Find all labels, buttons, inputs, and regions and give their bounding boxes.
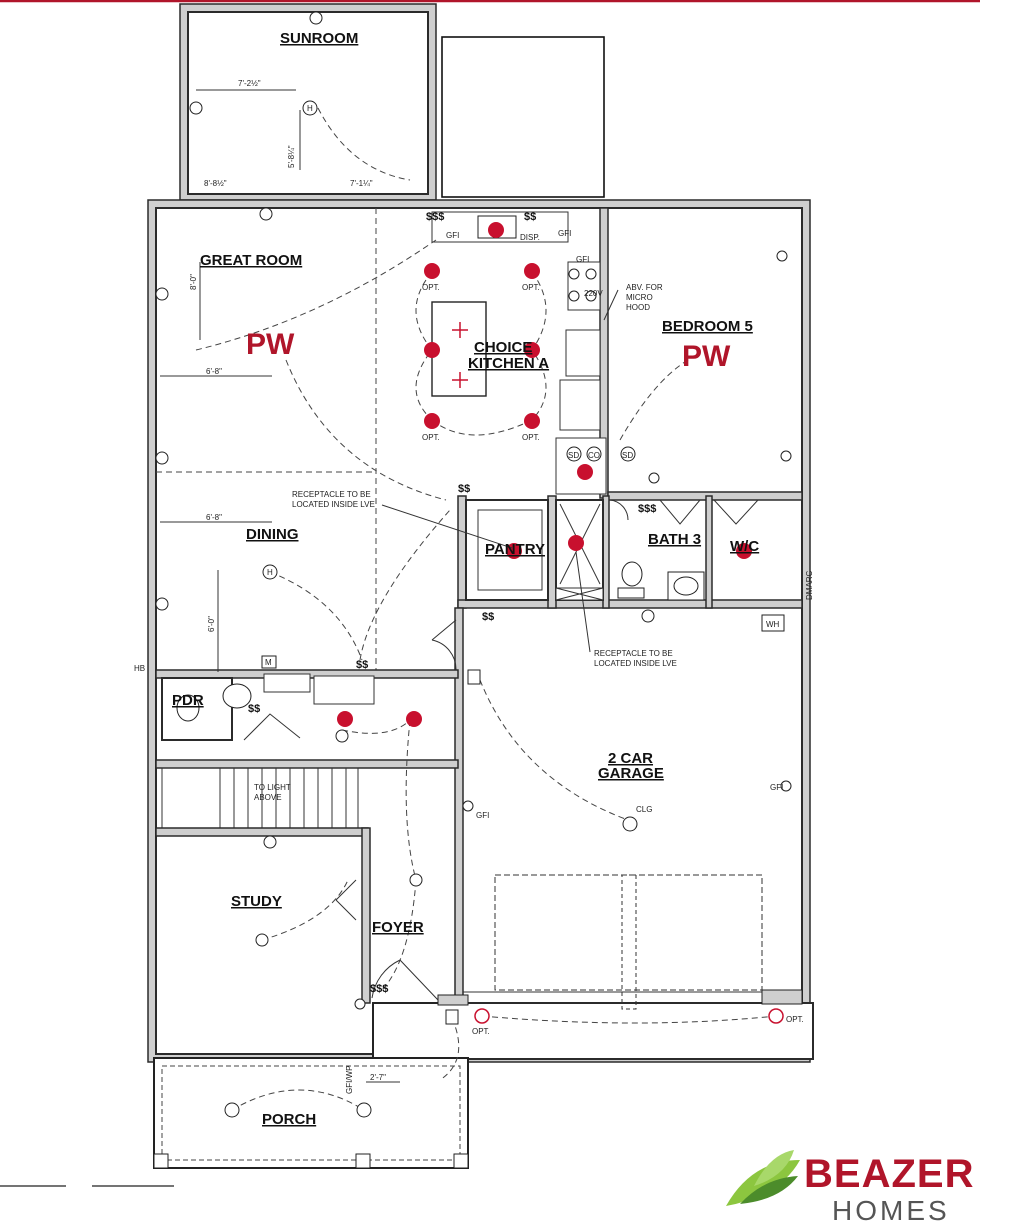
switch-label: $$ (458, 483, 470, 495)
gfi-label: GFI (476, 811, 489, 820)
room-label-great-room: GREAT ROOM (200, 252, 302, 269)
opt-label: OPT. (522, 283, 540, 292)
dimension-label: 6'-8" (206, 513, 222, 522)
gfiwp-label: GFI/WP (345, 1066, 354, 1094)
gfi-label: GFI (446, 231, 459, 240)
switch-label: $$$ (426, 211, 444, 223)
switch-label: $$$ (370, 983, 388, 995)
clg-label: CLG (636, 805, 652, 814)
porch-outline (153, 1057, 469, 1169)
beazer-logo: BEAZER HOMES (726, 1150, 974, 1226)
dimension-label: 2'-7" (370, 1073, 386, 1082)
gfi-label: GFI (770, 783, 783, 792)
dimension-label: 5'-8¼" (287, 145, 296, 168)
room-label-kitchen-1: CHOICE (474, 339, 532, 356)
pw-mark-great-room: PW (246, 328, 295, 361)
room-label-wic: W/C (730, 538, 759, 555)
switch-label: $$ (356, 659, 368, 671)
leaf-icon (726, 1160, 800, 1206)
sd-label: SD (568, 451, 579, 460)
dimension-label: 7'-2½" (238, 79, 261, 88)
ceiling-light-icons (155, 11, 792, 1118)
room-label-porch: PORCH (262, 1111, 316, 1128)
m-label: M (265, 658, 272, 667)
note-receptacle-1a: RECEPTACLE TO BE (292, 490, 371, 499)
gfi-label: GFI (576, 255, 589, 264)
room-label-garage-1: 2 CAR (608, 750, 653, 767)
wh-label: WH (766, 620, 780, 629)
note-to-light-2: ABOVE (254, 793, 282, 802)
co-label: CO (588, 451, 600, 460)
disp-label: DISP. (520, 233, 540, 242)
room-label-bath: BATH 3 (648, 531, 701, 548)
note-micro-2: MICRO (626, 293, 653, 302)
room-label-foyer: FOYER (372, 919, 424, 936)
room-label-pantry: PANTRY (485, 541, 545, 558)
dimension-label: 6'-8" (206, 367, 222, 376)
room-label-kitchen-2: KITCHEN A (468, 355, 549, 372)
note-receptacle-2a: RECEPTACLE TO BE (594, 649, 673, 658)
opt-label: OPT. (422, 433, 440, 442)
room-label-pdr: PDR (172, 692, 204, 709)
note-micro-1: ABV. FOR (626, 283, 663, 292)
pw-mark-bedroom: PW (682, 340, 731, 373)
sd-label: SD (622, 451, 633, 460)
v220-label: 220V (584, 289, 603, 298)
opt-label: OPT. (472, 1027, 490, 1036)
gfi-label: GFI (558, 229, 571, 238)
opt-label: OPT. (522, 433, 540, 442)
garage-door (494, 874, 763, 991)
room-label-study: STUDY (231, 893, 282, 910)
opt-label: OPT. (422, 283, 440, 292)
switch-label: $$$ (638, 503, 656, 515)
dimension-label: 8'-8½" (204, 179, 227, 188)
dmarc-label: DMARC (805, 570, 814, 600)
hb-label: HB (134, 664, 145, 673)
switch-label: $$ (248, 703, 260, 715)
receptacle-markers (337, 222, 752, 727)
brand-sub: HOMES (832, 1195, 950, 1226)
dimension-label: 7'-1¼" (350, 179, 373, 188)
note-micro-3: HOOD (626, 303, 650, 312)
note-to-light-1: TO LIGHT (254, 783, 291, 792)
h-label: H (307, 104, 313, 113)
note-receptacle-2b: LOCATED INSIDE LVE (594, 659, 677, 668)
h-label: H (267, 568, 273, 577)
opt-label: OPT. (786, 1015, 804, 1024)
room-label-bedroom: BEDROOM 5 (662, 318, 753, 335)
room-label-garage-2: GARAGE (598, 765, 664, 782)
switch-label: $$ (524, 211, 536, 223)
switch-label: $$ (482, 611, 494, 623)
room-label-sunroom: SUNROOM (280, 30, 358, 47)
dimension-label: 6'-0" (207, 616, 216, 632)
note-receptacle-1b: LOCATED INSIDE LVE (292, 500, 375, 509)
patio-outline (441, 36, 605, 198)
room-label-dining: DINING (246, 526, 299, 543)
dimension-label: 8'-0" (189, 274, 198, 290)
brand-name: BEAZER (804, 1152, 974, 1196)
